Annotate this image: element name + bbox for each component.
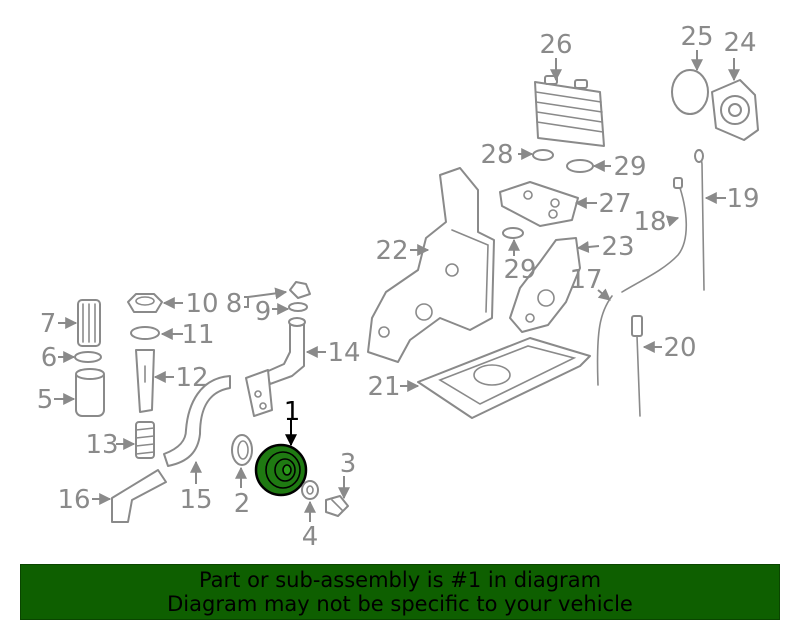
callout-29-lower: 29 [503, 255, 536, 285]
part-29-seal-lower [502, 227, 524, 239]
callout-1: 1 [284, 397, 301, 427]
callout-14: 14 [327, 338, 360, 368]
leader-lines [54, 50, 740, 522]
banner-line-2: Diagram may not be specific to your vehi… [167, 592, 633, 616]
callout-4: 4 [302, 522, 319, 552]
callout-15: 15 [179, 485, 212, 515]
part-11-seal [130, 326, 160, 340]
callout-25: 25 [680, 22, 713, 52]
part-3-bolt [325, 495, 349, 517]
callout-11: 11 [181, 320, 214, 350]
part-6-o-ring [74, 351, 102, 363]
callout-28: 28 [480, 140, 513, 170]
callout-10: 10 [185, 289, 218, 319]
notice-banner: Part or sub-assembly is #1 in diagram Di… [20, 564, 780, 620]
part-10-cap [127, 293, 163, 313]
part-24-cover [711, 79, 759, 141]
callout-29-upper: 29 [613, 152, 646, 182]
callout-8: 8 [226, 289, 243, 319]
part-23-pump-housing [509, 237, 581, 333]
part-22-housing [367, 167, 495, 363]
callout-17: 17 [569, 265, 602, 295]
callout-9: 9 [255, 297, 272, 327]
part-29-gasket [566, 159, 594, 173]
callout-20: 20 [663, 333, 696, 363]
parts-diagram: 1 2 3 4 5 6 7 8 9 10 11 12 13 14 15 16 1… [37, 22, 760, 552]
callout-22: 22 [375, 236, 408, 266]
callout-21: 21 [367, 372, 400, 402]
callout-2: 2 [234, 489, 251, 519]
part-5-filter-housing [75, 368, 105, 417]
part-20-sensor [631, 315, 643, 417]
callout-7: 7 [40, 309, 57, 339]
callout-19: 19 [726, 184, 759, 214]
part-15-hose [163, 375, 231, 467]
part-14-pipe [245, 317, 306, 417]
part-26-oil-cooler [534, 75, 605, 147]
part-7-filter-element [77, 299, 101, 347]
part-17-tube [596, 295, 613, 386]
callout-23: 23 [601, 232, 634, 262]
callout-12: 12 [175, 363, 208, 393]
part-28-seal [532, 149, 554, 161]
callout-5: 5 [37, 385, 54, 415]
part-9-washer [288, 302, 308, 312]
callout-26: 26 [539, 30, 572, 60]
banner-line-1: Part or sub-assembly is #1 in diagram [198, 568, 602, 592]
callout-24: 24 [723, 28, 756, 58]
part-8-cap [289, 281, 311, 299]
part-19-dipstick [694, 149, 705, 291]
callout-27: 27 [598, 189, 631, 219]
part-21-oil-pan-gasket [417, 337, 591, 419]
callout-6: 6 [41, 343, 58, 373]
part-18-dipstick-tube [621, 177, 688, 293]
callout-13: 13 [85, 430, 118, 460]
part-1-pulley-highlighted [254, 443, 308, 497]
part-16-elbow [111, 469, 167, 523]
callout-18: 18 [633, 207, 666, 237]
part-25-o-ring [671, 69, 709, 115]
callout-16: 16 [57, 485, 90, 515]
part-4-washer [301, 480, 319, 500]
part-12-tube [135, 349, 155, 413]
part-13-spring [135, 421, 155, 459]
part-27-adapter-plate [499, 181, 579, 227]
callout-labels: 1 2 3 4 5 6 7 8 9 10 11 12 13 14 15 16 1… [37, 22, 760, 552]
callout-3: 3 [340, 449, 357, 479]
part-2-seal-ring [231, 434, 253, 466]
